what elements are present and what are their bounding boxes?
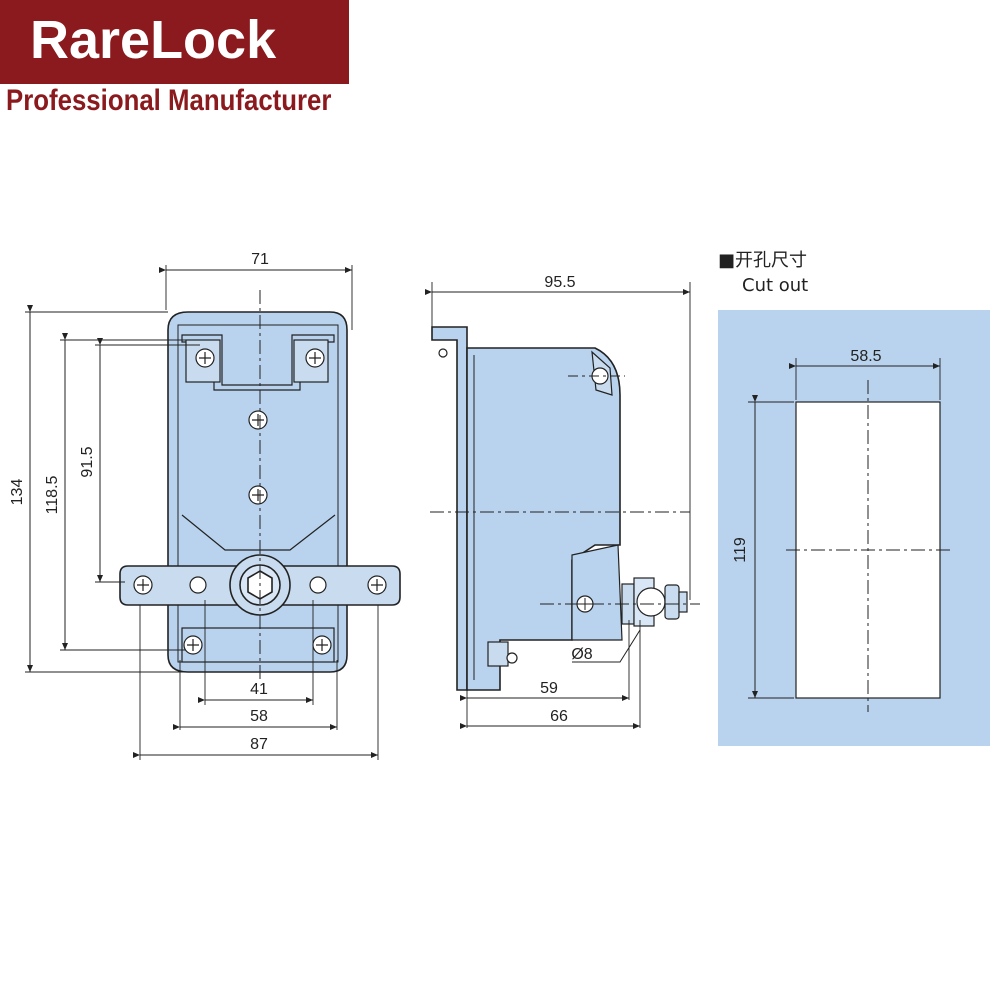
dim-side-59: 59 [540, 680, 558, 697]
front-handle [119, 565, 239, 606]
dim-side-66: 66 [550, 708, 568, 725]
dim-front-height-mid: 118.5 [44, 475, 61, 514]
dim-side-diameter: Ø8 [571, 646, 592, 663]
dim-cutout-height: 119 [732, 537, 749, 563]
dim-front-41: 41 [250, 681, 268, 698]
dim-front-height-total: 134 [9, 479, 26, 506]
side-view [425, 282, 700, 729]
cutout-panel: ■开孔尺寸 Cut out 58.5 119 [718, 250, 990, 746]
cutout-heading-cn: ■开孔尺寸 [718, 250, 807, 271]
side-body [466, 347, 621, 691]
screw-icon [133, 348, 387, 655]
dim-front-87: 87 [250, 736, 268, 753]
dim-side-depth: 95.5 [544, 274, 575, 291]
brand-name: RareLock [30, 10, 277, 70]
dim-cutout-width: 58.5 [850, 348, 881, 365]
dim-front-58: 58 [250, 708, 268, 725]
front-view [25, 265, 401, 760]
brand-banner: RareLock [0, 0, 349, 84]
cutout-heading-en: Cut out [742, 275, 808, 296]
dim-front-width: 71 [251, 251, 269, 268]
brand-tagline: Professional Manufacturer [6, 84, 332, 117]
dim-front-height-inner: 91.5 [79, 446, 96, 477]
